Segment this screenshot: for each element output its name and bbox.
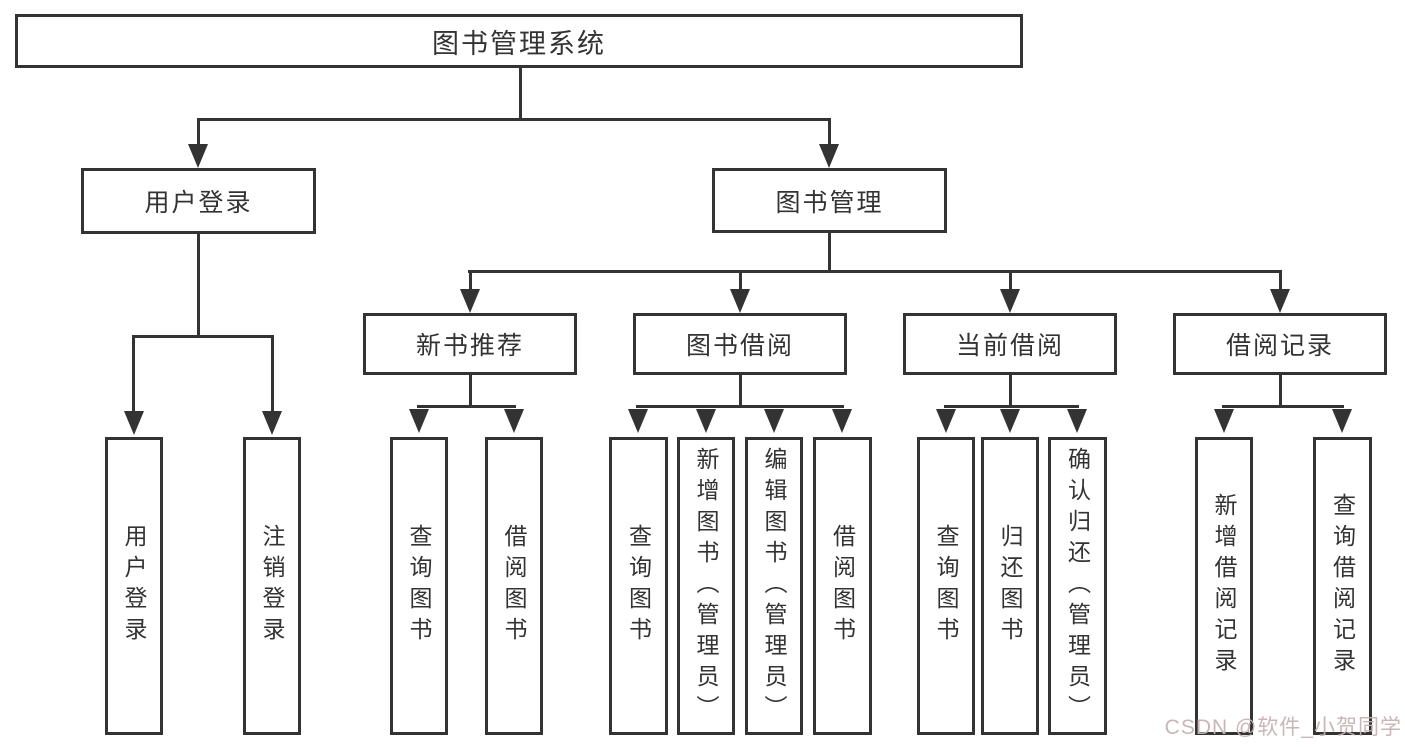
arrowhead-new-book xyxy=(460,289,480,313)
connector-stem-leaf-login xyxy=(132,335,135,413)
leaf-label: 新增图书（管理员） xyxy=(693,446,719,726)
leaf-label: 注销登录 xyxy=(259,524,285,648)
connector-stem-new-book xyxy=(469,270,472,290)
connector-g1-rail xyxy=(417,405,516,408)
node-book-borrow: 图书借阅 xyxy=(633,313,847,375)
leaf-borrow-books: 借阅图书 xyxy=(813,437,872,735)
connector-g4-stem xyxy=(1279,374,1282,408)
node-book-management: 图书管理 xyxy=(712,168,947,233)
leaf-label: 借阅图书 xyxy=(829,524,856,648)
node-library-management-system: 图书管理系统 xyxy=(15,14,1023,68)
csdn-watermark: CSDN @软件_小贺同学 xyxy=(1164,716,1402,739)
connector-stem-leaf-logout xyxy=(271,335,274,413)
arrowhead-leaf-login xyxy=(124,411,144,435)
connector-g3-rail xyxy=(944,405,1079,408)
connector-stem-user-login xyxy=(197,118,200,146)
connector-bookmgmt-rail xyxy=(468,270,1282,273)
leaf-add-books-admin: 新增图书（管理员） xyxy=(677,437,735,735)
node-label: 图书管理系统 xyxy=(432,28,606,59)
connector-stem-borrow-records xyxy=(1279,270,1282,290)
arrowhead-g1-leaf2 xyxy=(504,409,524,433)
leaf-return-books: 归还图书 xyxy=(981,437,1039,735)
arrowhead-book-management xyxy=(819,144,839,168)
arrowhead-user-login xyxy=(188,144,208,168)
connector-bookmgmt-stem xyxy=(828,233,831,273)
connector-stem-book-borrow xyxy=(739,270,742,290)
arrowhead-current-borrow xyxy=(1000,289,1020,313)
node-label: 新书推荐 xyxy=(415,332,524,360)
arrowhead-g3-leaf1 xyxy=(936,409,956,433)
node-new-book-recommend: 新书推荐 xyxy=(363,313,577,375)
arrowhead-g1-leaf1 xyxy=(409,409,429,433)
arrowhead-g3-leaf3 xyxy=(1067,409,1087,433)
leaf-label: 归还图书 xyxy=(997,524,1023,648)
arrowhead-g2-leaf1 xyxy=(628,409,648,433)
arrowhead-g2-leaf2 xyxy=(696,409,716,433)
leaf-logout: 注销登录 xyxy=(243,437,301,735)
connector-root-rail xyxy=(197,118,831,121)
arrowhead-borrow-records xyxy=(1270,289,1290,313)
leaf-borrow-books-recommend: 借阅图书 xyxy=(485,437,543,735)
leaf-label: 借阅图书 xyxy=(501,524,527,648)
connector-g4-rail xyxy=(1222,405,1344,408)
connector-g2-stem xyxy=(739,374,742,408)
node-user-login: 用户登录 xyxy=(81,168,316,234)
leaf-label: 查询图书 xyxy=(933,524,959,648)
leaf-label: 编辑图书（管理员） xyxy=(761,446,787,726)
arrowhead-book-borrow xyxy=(730,289,750,313)
arrowhead-leaf-logout xyxy=(262,411,282,435)
connector-stem-book-management xyxy=(828,118,831,146)
leaf-query-books-recommend: 查询图书 xyxy=(390,437,448,735)
leaf-user-login: 用户登录 xyxy=(105,437,163,735)
arrowhead-g4-leaf1 xyxy=(1214,409,1234,433)
leaf-label: 查询借阅记录 xyxy=(1329,493,1356,679)
leaf-add-borrow-record: 新增借阅记录 xyxy=(1195,437,1253,735)
connector-userlogin-rail xyxy=(132,335,274,338)
leaf-query-books-current: 查询图书 xyxy=(917,437,975,735)
connector-g2-rail xyxy=(636,405,844,408)
node-label: 图书管理 xyxy=(775,188,884,217)
leaf-label: 查询图书 xyxy=(406,524,432,648)
leaf-confirm-return-admin: 确认归还（管理员） xyxy=(1048,437,1107,735)
connector-g3-stem xyxy=(1009,374,1012,408)
arrowhead-g3-leaf2 xyxy=(1000,409,1020,433)
leaf-label: 新增借阅记录 xyxy=(1211,493,1237,679)
connector-g1-stem xyxy=(469,374,472,408)
leaf-edit-books-admin: 编辑图书（管理员） xyxy=(745,437,803,735)
node-borrow-records: 借阅记录 xyxy=(1173,313,1387,375)
leaf-label: 用户登录 xyxy=(121,524,147,648)
node-label: 用户登录 xyxy=(144,189,253,217)
connector-userlogin-stem xyxy=(197,234,200,338)
arrowhead-g2-leaf3 xyxy=(764,409,784,433)
leaf-label: 确认归还（管理员） xyxy=(1064,446,1091,726)
arrowhead-g4-leaf2 xyxy=(1332,409,1352,433)
node-label: 图书借阅 xyxy=(685,332,794,360)
node-label: 借阅记录 xyxy=(1225,332,1334,360)
leaf-label: 查询图书 xyxy=(625,524,652,648)
connector-root-stem xyxy=(519,66,522,120)
arrowhead-g2-leaf4 xyxy=(832,409,852,433)
node-current-borrow: 当前借阅 xyxy=(903,313,1117,375)
leaf-query-borrow-record: 查询借阅记录 xyxy=(1313,437,1372,735)
leaf-query-books-borrow: 查询图书 xyxy=(609,437,668,735)
connector-stem-current-borrow xyxy=(1009,270,1012,290)
node-label: 当前借阅 xyxy=(955,332,1064,360)
